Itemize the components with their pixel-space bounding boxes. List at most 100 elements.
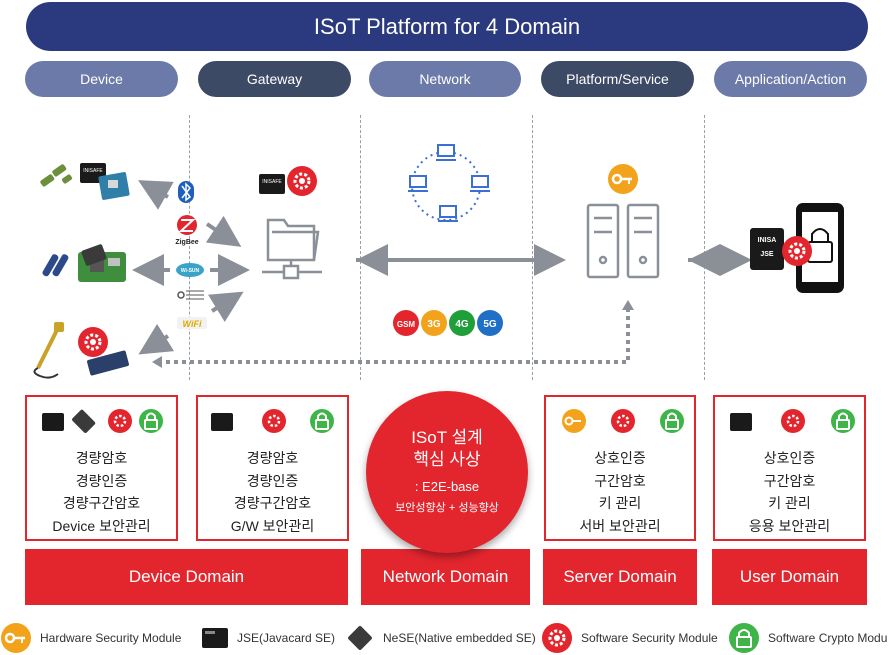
- feature-line: 응용 보안관리: [748, 517, 831, 534]
- feature-line: 키 관리: [598, 495, 642, 511]
- device-security-box: 경량암호 경량인증 경량구간암호 Device 보안관리: [25, 395, 178, 541]
- chip-icon: [72, 409, 96, 433]
- feature-line: 경량암호: [75, 450, 128, 466]
- legend-label: Software Security Module: [581, 631, 718, 645]
- legend-label: Software Crypto Module: [768, 631, 888, 645]
- network-badge-label: 4G: [455, 319, 469, 330]
- server-domain-bar: Server Domain: [543, 549, 697, 605]
- dotted-return-path: [152, 300, 634, 368]
- sd-card-icon: [202, 628, 228, 648]
- card-label: JSE: [760, 251, 774, 258]
- legend-software-crypto-module: Software Crypto Module: [728, 622, 888, 654]
- category-label: Application/Action: [734, 71, 847, 87]
- card-label: INISA: [758, 237, 777, 244]
- legend-jse: JSE(Javacard SE): [201, 622, 335, 654]
- domain-label: User Domain: [739, 567, 840, 586]
- feature-line: 경량인증: [246, 472, 299, 489]
- sd-card-icon: [730, 413, 752, 431]
- wifi-label: WiFi: [183, 319, 202, 329]
- network-badge-gsm: [393, 310, 419, 336]
- network-badge-label: 3G: [427, 319, 441, 330]
- feature-line: 구간암호: [594, 472, 646, 489]
- gear-icon: [782, 236, 812, 266]
- category-label: Device: [80, 71, 123, 87]
- legend-nese: NeSE(Native embedded SE): [345, 622, 536, 654]
- gear-icon: [262, 409, 286, 433]
- network-badges: GSM 3G 4G 5G: [393, 310, 503, 336]
- domain-label: Device Domain: [128, 567, 245, 586]
- sd-card-icon: [42, 413, 64, 431]
- key-icon: [1, 623, 31, 653]
- box-icons: [42, 409, 163, 433]
- box-icons: [562, 409, 684, 433]
- feature-line: 서버 보안관리: [579, 517, 661, 534]
- network-badge-label: GSM: [397, 320, 416, 329]
- category-network: Network: [369, 61, 521, 97]
- server-icon: [586, 203, 660, 279]
- key-icon: [608, 164, 638, 194]
- zigbee-icon: ZigBee: [175, 215, 199, 246]
- feature-line: 경량구간암호: [62, 495, 141, 511]
- antenna-icon: [177, 290, 204, 300]
- network-badge-label: 5G: [483, 319, 497, 330]
- feature-line: 키 관리: [768, 495, 811, 511]
- network-domain-bar: Network Domain: [361, 549, 530, 605]
- legend-software-security-module: Software Security Module: [541, 622, 718, 654]
- platform-title-text: ISoT Platform for 4 Domain: [313, 13, 581, 39]
- network-badge-5g: [477, 310, 503, 336]
- core-detail: 보안성향상 + 성능향상: [395, 502, 499, 514]
- category-application-action: Application/Action: [714, 61, 867, 97]
- sd-card-icon: [211, 413, 233, 431]
- gear-icon: [611, 409, 635, 433]
- core-subtitle: : E2E-base: [414, 479, 480, 494]
- lock-icon: [310, 409, 334, 433]
- gear-icon: [287, 166, 317, 196]
- category-label: Platform/Service: [566, 71, 669, 87]
- category-gateway: Gateway: [198, 61, 351, 97]
- legend-label: NeSE(Native embedded SE): [383, 631, 536, 645]
- jse-card-icon: INISA JSE: [750, 228, 784, 270]
- network-badge-4g: [449, 310, 475, 336]
- gateway-security-box: 경량암호 경량인증 경량구간암호 G/W 보안관리: [196, 395, 349, 541]
- gateway-folder-icon: [262, 218, 322, 280]
- box-icons: [730, 409, 855, 433]
- smartphone-icon: [796, 203, 844, 293]
- core-title-line: ISoT 설계: [411, 428, 483, 447]
- connection-arrows: [132, 180, 752, 355]
- device-domain-bar: Device Domain: [25, 549, 348, 605]
- chip-icon: [81, 244, 107, 266]
- soil-probe-icon: [33, 322, 64, 379]
- gear-icon: [542, 623, 572, 653]
- key-icon: [562, 409, 586, 433]
- legend-label: Hardware Security Module: [40, 631, 182, 645]
- core-title-line: 핵심 사상: [413, 450, 481, 469]
- network-ring-icon: [408, 144, 490, 222]
- core-concept-circle: ISoT 설계 핵심 사상 : E2E-base 보안성향상 + 성능향상: [366, 391, 528, 553]
- domain-label: Server Domain: [563, 567, 677, 586]
- network-badge-3g: [421, 310, 447, 336]
- server-security-box: 상호인증 구간암호 키 관리 서버 보안관리: [544, 395, 696, 541]
- legend-label: JSE(Javacard SE): [237, 631, 336, 645]
- category-platform-service: Platform/Service: [541, 61, 694, 97]
- feature-line: 경량암호: [246, 450, 299, 466]
- feature-line: 경량인증: [75, 472, 128, 489]
- user-domain-bar: User Domain: [712, 549, 867, 605]
- wifi-icon: WiFi: [177, 317, 207, 329]
- gateway-features: 경량암호 경량인증 경량구간암호 G/W 보안관리: [198, 447, 347, 537]
- gear-icon: [78, 327, 108, 357]
- zigbee-label: ZigBee: [175, 239, 198, 246]
- category-label: Gateway: [246, 71, 303, 87]
- user-features: 상호인증 구간암호 키 관리 응용 보안관리: [715, 447, 864, 537]
- device-features: 경량암호 경량인증 경량구간암호 Device 보안관리: [27, 447, 176, 537]
- box-icons: [211, 409, 334, 433]
- server-features: 상호인증 구간암호 키 관리 서버 보안관리: [546, 447, 694, 537]
- wisun-label: Wi-SUN: [181, 268, 200, 274]
- feature-line: 상호인증: [594, 450, 646, 466]
- feature-line: Device 보안관리: [52, 517, 151, 534]
- legend-hardware-security-module: Hardware Security Module: [0, 622, 181, 654]
- category-device: Device: [25, 61, 178, 97]
- platform-title: ISoT Platform for 4 Domain: [26, 2, 868, 51]
- user-security-box: 상호인증 구간암호 키 관리 응용 보안관리: [713, 395, 866, 541]
- lock-icon: [660, 409, 684, 433]
- gear-icon: [781, 409, 805, 433]
